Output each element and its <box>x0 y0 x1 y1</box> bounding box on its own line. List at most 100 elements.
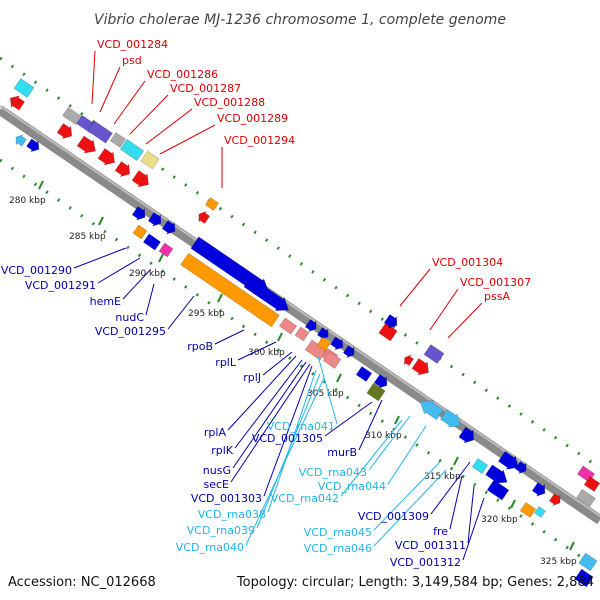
kbp-label: 310 kbp <box>365 431 402 441</box>
kbp-label: 295 kbp <box>188 309 225 319</box>
gene-label: hemE <box>90 295 121 308</box>
gene-feature <box>109 132 127 148</box>
gene-feature <box>439 408 461 428</box>
gene-feature <box>373 374 388 389</box>
gene-feature <box>355 366 373 382</box>
gene-feature <box>316 336 332 352</box>
gene-label: rplA <box>204 426 227 439</box>
gene-label: VCD_001294 <box>224 134 295 147</box>
label-leader-line <box>447 302 483 339</box>
kbp-tick <box>453 456 459 466</box>
gene-label: VCD_001309 <box>358 510 429 523</box>
gene-feature <box>140 150 160 170</box>
label-leader-line <box>232 361 307 469</box>
gene-label: rplJ <box>243 371 261 384</box>
gene-feature <box>198 210 211 224</box>
gene-feature <box>15 134 27 147</box>
gene-feature <box>316 327 329 341</box>
label-leader-line <box>358 399 383 451</box>
label-leader-line <box>99 66 121 113</box>
gene-label: VCD_001311 <box>395 539 466 552</box>
gene-label: rpoB <box>187 340 213 353</box>
gene-label: VCD_rna039 <box>187 524 255 537</box>
gene-feature <box>419 400 444 421</box>
gene-label: VCD_001287 <box>170 82 241 95</box>
map-title: Vibrio cholerae MJ-1236 chromosome 1, co… <box>94 12 506 28</box>
gene-label: VCD_001284 <box>97 38 168 51</box>
gene-label: nudC <box>115 311 144 324</box>
kbp-label: 320 kbp <box>481 515 518 525</box>
gene-label: VCD_001295 <box>95 325 166 338</box>
genome-summary-text: Topology: circular; Length: 3,149,584 bp… <box>236 575 594 590</box>
gene-label: VCD_rna040 <box>176 541 244 554</box>
gene-label: VCD_001291 <box>25 279 96 292</box>
gene-feature <box>378 322 398 342</box>
gene-feature <box>304 319 317 333</box>
gene-feature <box>294 326 310 342</box>
accession-text: Accession: NC_012668 <box>8 575 156 590</box>
kbp-label: 305 kbp <box>307 389 344 399</box>
gene-label: nusG <box>203 464 231 477</box>
label-leader-line <box>449 475 463 530</box>
gene-label: VCD_001286 <box>147 68 218 81</box>
gene-feature <box>486 479 510 501</box>
gene-feature <box>574 568 594 588</box>
gene-feature <box>13 78 35 98</box>
label-leader-line <box>267 369 317 513</box>
label-leader-line <box>73 247 127 269</box>
gene-label: VCD_rna046 <box>304 542 372 555</box>
gene-feature <box>161 220 176 235</box>
kbp-tick <box>38 180 44 190</box>
gene-feature <box>548 493 561 507</box>
gene-feature <box>76 135 96 154</box>
kbp-tick <box>394 415 400 425</box>
label-leader-line <box>430 461 471 515</box>
gene-label: VCD_001305 <box>252 432 323 445</box>
gene-feature <box>147 212 162 227</box>
gene-feature <box>583 476 600 492</box>
kbp-label: 315 kbp <box>424 472 461 482</box>
gene-feature <box>531 482 546 497</box>
label-leader-line <box>145 283 155 316</box>
kbp-tick <box>510 499 516 509</box>
gene-feature <box>142 233 162 251</box>
gene-feature <box>26 138 40 153</box>
gene-label: rplK <box>211 444 234 457</box>
gene-feature <box>383 314 398 329</box>
gene-label: VCD_rna041 <box>267 420 335 433</box>
gene-label: VCD_001304 <box>432 256 503 269</box>
gene-feature <box>158 242 174 258</box>
label-leader-line <box>399 268 431 307</box>
gene-feature <box>62 106 82 126</box>
kbp-tick <box>98 216 104 226</box>
label-leader-line <box>256 373 321 529</box>
gene-feature <box>534 506 546 518</box>
label-leader-line <box>234 359 303 449</box>
label-leader-line <box>373 461 441 531</box>
gene-label: rplL <box>215 356 237 369</box>
label-leader-line <box>263 365 313 497</box>
gene-label: pssA <box>484 290 510 303</box>
gene-label: fre <box>433 525 448 538</box>
gene-features <box>9 78 600 588</box>
gene-feature <box>204 197 220 211</box>
gene-label: VCD_rna038 <box>198 508 266 521</box>
gene-label: secE <box>204 478 230 491</box>
gene-feature <box>114 161 131 178</box>
gene-feature <box>514 461 527 475</box>
gene-feature <box>131 170 149 188</box>
kbp-tick <box>336 373 342 383</box>
gene-labels: VCD_001284psdVCD_001286VCD_001287VCD_001… <box>1 38 531 569</box>
gene-feature <box>519 502 537 518</box>
chromosome-backbone <box>0 105 600 525</box>
gene-feature <box>423 344 445 364</box>
gene-feature <box>471 458 489 474</box>
gene-label: VCD_001289 <box>217 112 288 125</box>
gene-label: VCD_rna042 <box>271 492 339 505</box>
gene-label: VCD_001307 <box>460 276 531 289</box>
gene-feature <box>180 252 280 328</box>
gene-feature <box>403 354 414 366</box>
label-leader-line <box>122 269 151 300</box>
gene-label: VCD_001303 <box>191 492 262 505</box>
